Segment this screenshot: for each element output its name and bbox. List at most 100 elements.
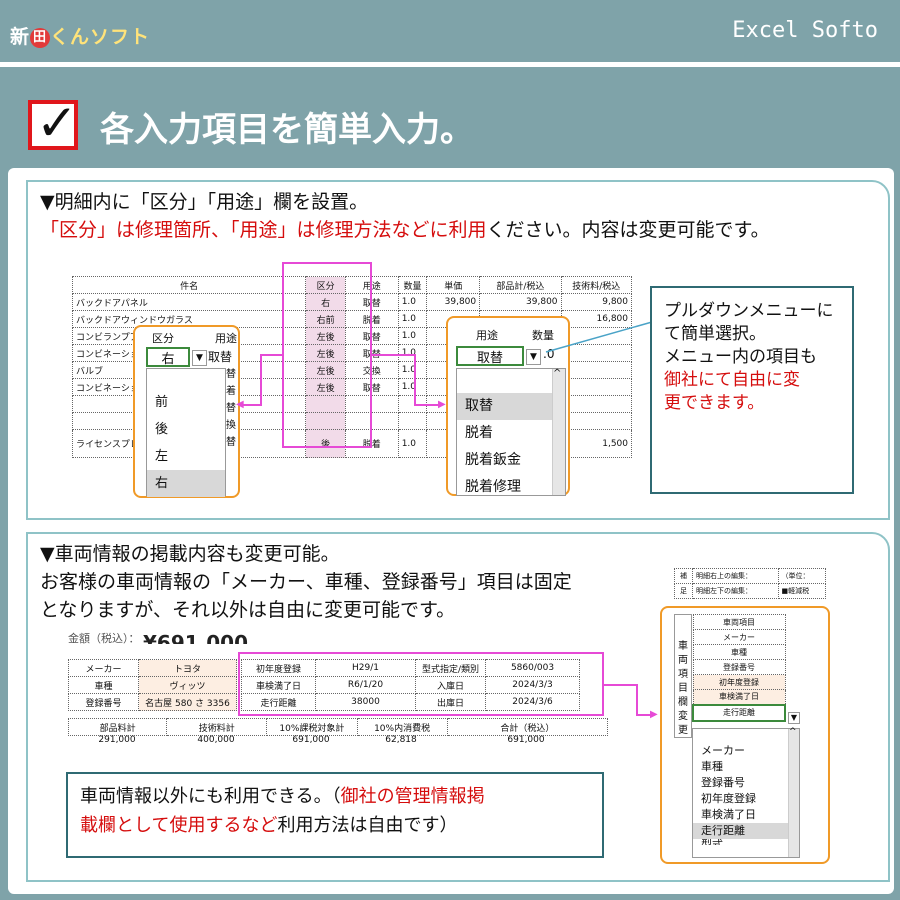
cell[interactable]: 1.0: [397, 327, 428, 345]
youto-options-list[interactable]: 取替 脱着 脱着鈑金 脱着修理: [456, 368, 566, 496]
vehicle-item-label: 車 両 項 目 欄 変 更: [676, 640, 690, 738]
note-text: 車両情報以外にも利用できる。（: [80, 786, 341, 807]
veh-value[interactable]: ヴィッツ: [138, 676, 237, 694]
cell[interactable]: 1.0: [397, 344, 428, 362]
summary-value: 691,000: [507, 735, 545, 743]
vehicle-item-select[interactable]: 走行距離: [692, 703, 786, 722]
cell[interactable]: [560, 395, 633, 413]
kubun-select[interactable]: 右: [146, 347, 190, 367]
kubun-youto-highlight: [282, 262, 372, 448]
veh-label: 車種: [68, 676, 139, 694]
cell[interactable]: 左後: [305, 378, 346, 396]
option-item[interactable]: 左: [155, 449, 169, 464]
vehicle-options-scrollbar[interactable]: [788, 729, 799, 857]
settings-label: 明細左下の編集：: [692, 583, 779, 599]
summary-table-wrap: 部品料計 技術料計 10%課税対象計 10%内消費税 合計（税込）: [68, 718, 608, 736]
callout-line-red: 御社にて自由に変: [664, 370, 800, 390]
veh-value[interactable]: 38000: [315, 693, 416, 711]
cell[interactable]: 9,800: [560, 293, 633, 311]
option-item[interactable]: 車検満了日: [701, 808, 756, 821]
cell[interactable]: [397, 412, 428, 430]
option-item[interactable]: 走行距離: [693, 823, 799, 839]
page-title: 各入力項目を簡単入力。: [100, 110, 474, 150]
chevron-down-icon[interactable]: ▼: [788, 712, 800, 724]
section2-heading: ▼車両情報の掲載内容も変更可能。: [40, 543, 340, 565]
kubun-options-list[interactable]: 前 後 左 右: [146, 368, 226, 497]
veh-label: 登録番号: [68, 693, 139, 711]
option-item[interactable]: 初年度登録: [701, 792, 756, 805]
connector-line-right-v: [414, 354, 416, 406]
note-text-red: 載欄として使用するなど: [80, 815, 278, 836]
vehicle-item: 車種: [692, 644, 786, 660]
option-item[interactable]: 後: [155, 422, 169, 437]
options-scrollbar[interactable]: [552, 369, 565, 495]
side-char: 換: [226, 420, 236, 431]
col-header: 部品計/税込: [479, 276, 562, 294]
scroll-up-icon[interactable]: ^: [789, 727, 797, 737]
connector-line-h2: [636, 714, 654, 716]
connector-line-h: [604, 684, 638, 686]
veh-value[interactable]: トヨタ: [138, 659, 237, 677]
option-item[interactable]: 登録番号: [701, 776, 745, 789]
scroll-up-icon[interactable]: ^: [553, 368, 562, 379]
col-header: 単価: [426, 276, 481, 294]
cell[interactable]: 1.0: [397, 429, 428, 458]
cell[interactable]: [560, 412, 633, 430]
summary-table: 部品料計 技術料計 10%課税対象計 10%内消費税 合計（税込）: [68, 718, 608, 736]
cell[interactable]: 後: [305, 429, 346, 458]
label-char: 車: [678, 641, 688, 652]
vehicle-item[interactable]: 車検満了日: [692, 689, 786, 705]
veh-value[interactable]: 名古屋 580 さ 3356: [138, 693, 237, 711]
col-header: 技術料/税込: [560, 276, 633, 294]
option-item[interactable]: 型式: [693, 839, 799, 845]
connector-line-right-h2: [414, 404, 442, 406]
cell[interactable]: 1.0: [397, 378, 428, 396]
cell[interactable]: 1.0: [397, 310, 428, 328]
cell[interactable]: 39,800: [479, 293, 562, 311]
youto-select[interactable]: 取替: [456, 346, 524, 366]
summary-values: 291,000 400,000 691,000 62,818 691,000: [68, 735, 608, 743]
connector-line-right-h1: [372, 354, 416, 356]
kubun-dropdown-header: 区分用途: [137, 330, 237, 346]
veh-value[interactable]: 2024/3/6: [485, 693, 580, 711]
option-item[interactable]: 取替: [457, 393, 565, 420]
settings-value[interactable]: ■軽減税: [777, 583, 826, 599]
option-item[interactable]: 脱着: [465, 425, 493, 441]
settings-value[interactable]: （単位：: [777, 568, 826, 584]
option-item[interactable]: 前: [155, 395, 169, 410]
vehicle-item[interactable]: 初年度登録: [692, 674, 786, 690]
callout-line-red: 更できます。: [664, 393, 765, 413]
option-item[interactable]: 脱着修理: [465, 479, 521, 495]
option-item[interactable]: 右: [147, 470, 225, 497]
option-item[interactable]: 脱着鈑金: [465, 452, 521, 468]
section1-red-text: 「区分」は修理箇所、「用途」は修理方法などに利用: [40, 219, 487, 241]
cell[interactable]: バックドアパネル: [71, 293, 307, 311]
vehicle-options-list[interactable]: メーカー 車種 登録番号 初年度登録 車検満了日 走行距離 型式: [692, 728, 800, 858]
cell[interactable]: [560, 378, 633, 396]
callout-line: メニュー内の項目も: [664, 347, 817, 367]
cell[interactable]: 左後: [305, 361, 346, 379]
cell[interactable]: [560, 361, 633, 379]
cell[interactable]: 1.0: [397, 361, 428, 379]
cell[interactable]: 1,500: [560, 429, 633, 458]
connector-line-left-v: [260, 354, 262, 406]
table-header-row: 件名 区分 用途 数量 単価 部品計/税込 技術料/税込: [71, 276, 633, 294]
chevron-down-icon[interactable]: ▼: [526, 349, 541, 365]
summary-header: 10%課税対象計: [266, 718, 358, 736]
site-name: Excel Softo: [732, 18, 878, 43]
cell[interactable]: 39,800: [426, 293, 481, 311]
connector-line-left-h2: [240, 404, 262, 406]
youto-dropdown-header: 用途数量: [452, 327, 564, 343]
arrow-right-icon: ▶: [438, 399, 446, 410]
section1-heading: ▼明細内に「区分」「用途」欄を設置。: [40, 191, 369, 213]
cell[interactable]: [305, 412, 346, 430]
chevron-down-icon[interactable]: ▼: [192, 350, 207, 366]
section2-description-1: お客様の車両情報の「メーカー、車種、登録番号」項目は固定: [40, 571, 572, 593]
note-text: 利用方法は自由です）: [277, 815, 458, 836]
option-item[interactable]: 車種: [701, 760, 723, 773]
brand-char-1: 新: [10, 26, 31, 48]
cell[interactable]: 1.0: [397, 293, 428, 311]
option-item[interactable]: メーカー: [701, 744, 745, 757]
callout-pointer: [545, 321, 653, 353]
